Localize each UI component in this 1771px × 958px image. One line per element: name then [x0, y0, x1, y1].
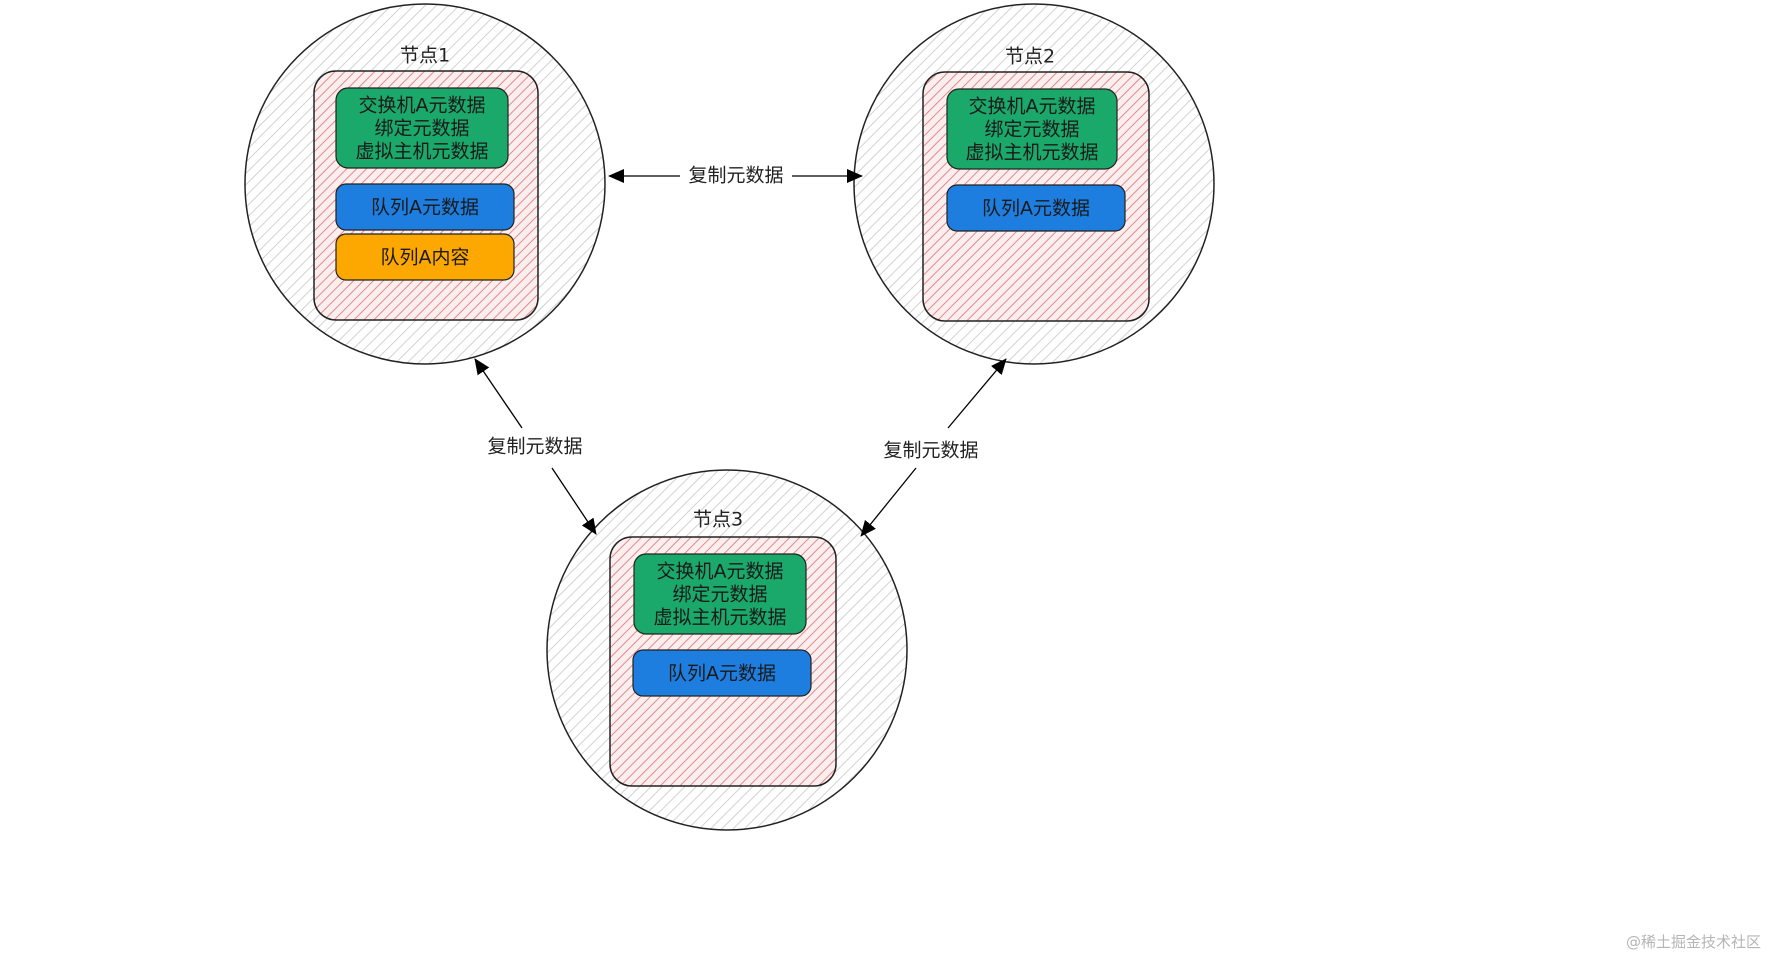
edge-node1-node3: 复制元数据 [474, 358, 597, 535]
edge-node1-node2: 复制元数据 [608, 165, 863, 187]
edge-node1-node3-label: 复制元数据 [487, 436, 582, 458]
node-1-title: 节点1 [400, 45, 450, 67]
node-2-exchange-box [946, 88, 1118, 170]
node-1-exchange-line-2: 绑定元数据 [374, 118, 469, 140]
node-3-queue-meta-label: 队列A元数据 [668, 663, 776, 685]
node-2-queue-meta-box [946, 184, 1126, 232]
edge-node2-node3-label: 复制元数据 [883, 440, 978, 462]
node-1-queue-meta-box [335, 183, 515, 231]
node-3-exchange-line-1: 交换机A元数据 [657, 561, 784, 583]
node-2-queue-meta-label: 队列A元数据 [982, 198, 1090, 220]
node-3-title: 节点3 [693, 509, 743, 531]
node-1-queue-content-box [335, 233, 515, 281]
node-2-exchange-line-1: 交换机A元数据 [969, 96, 1096, 118]
edge-node2-node3-up-arrow [947, 358, 1007, 429]
node-1-queue-meta-label: 队列A元数据 [371, 197, 479, 219]
node-3-exchange-line-2: 绑定元数据 [672, 584, 767, 606]
node-1-exchange-line-1: 交换机A元数据 [359, 95, 486, 117]
node-1-queue-content-label: 队列A内容 [381, 247, 470, 269]
node-1-exchange-line-3: 虚拟主机元数据 [355, 141, 488, 163]
node-3: 节点3 交换机A元数据 绑定元数据 虚拟主机元数据 队列A元数据 [546, 469, 908, 831]
node-2: 节点2 交换机A元数据 绑定元数据 虚拟主机元数据 队列A元数据 [853, 3, 1215, 365]
edge-node1-node3-up-arrow [474, 358, 523, 429]
watermark: @稀土掘金技术社区 [1625, 933, 1761, 951]
edge-node2-node3: 复制元数据 [860, 358, 1007, 537]
node-3-exchange-line-3: 虚拟主机元数据 [653, 607, 786, 629]
edge-node2-node3-down-arrow [860, 467, 917, 537]
node-1: 节点1 交换机A元数据 绑定元数据 虚拟主机元数据 队列A元数据 队列A内容 [244, 3, 606, 365]
node-3-exchange-box [633, 553, 807, 635]
edge-node1-node2-label: 复制元数据 [688, 165, 783, 187]
node-1-exchange-box [335, 87, 509, 169]
node-2-exchange-line-2: 绑定元数据 [984, 119, 1079, 141]
edge-node1-node3-down-arrow [551, 467, 597, 535]
node-2-exchange-line-3: 虚拟主机元数据 [965, 142, 1098, 164]
node-3-queue-meta-box [632, 649, 812, 697]
node-2-title: 节点2 [1005, 46, 1055, 68]
